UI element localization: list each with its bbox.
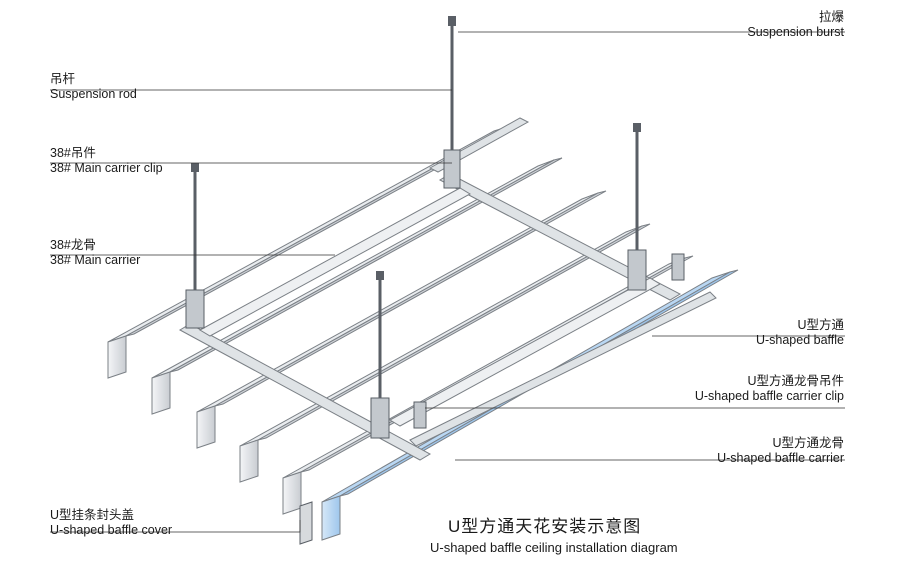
label-baffle-cover: U型挂条封头盖 U-shaped baffle cover — [50, 508, 172, 538]
label-u-shaped-baffle: U型方通 U-shaped baffle — [756, 318, 844, 348]
diagram-title-cn: U型方通天花安装示意图 — [448, 517, 642, 536]
clip-front — [370, 397, 390, 439]
baffle-cover — [299, 501, 313, 545]
diagram-title-en: U-shaped baffle ceiling installation dia… — [430, 540, 678, 555]
leader-lines — [50, 31, 845, 533]
label-baffle-carrier-clip-en: U-shaped baffle carrier clip — [694, 389, 844, 403]
label-baffle-cover-cn: U型挂条封头盖 — [50, 508, 135, 522]
clip-baffle-2 — [671, 253, 685, 281]
label-main-carrier-cn: 38#龙骨 — [50, 238, 96, 252]
label-baffle-cover-en: U-shaped baffle cover — [50, 523, 173, 537]
baffle-2 — [151, 157, 563, 415]
label-baffle-carrier-clip: U型方通龙骨吊件 U-shaped baffle carrier clip — [695, 374, 844, 404]
label-suspension-rod: 吊杆 Suspension rod — [50, 72, 137, 102]
label-u-shaped-baffle-cn: U型方通 — [797, 318, 844, 332]
clip-right — [627, 249, 647, 291]
label-main-carrier-clip-cn: 38#吊件 — [50, 146, 96, 160]
baffle-4 — [239, 223, 651, 483]
main-carrier-left — [178, 323, 432, 461]
label-main-carrier: 38#龙骨 38# Main carrier — [50, 238, 140, 268]
label-baffle-carrier-cn: U型方通龙骨 — [772, 436, 844, 450]
suspension-rods — [193, 22, 639, 404]
clip-baffle-1 — [413, 401, 427, 429]
clip-left — [185, 289, 205, 329]
label-main-carrier-clip: 38#吊件 38# Main carrier clip — [50, 146, 163, 176]
label-main-carrier-en: 38# Main carrier — [50, 253, 141, 267]
label-baffle-carrier-clip-cn: U型方通龙骨吊件 — [747, 374, 844, 388]
label-suspension-rod-cn: 吊杆 — [50, 72, 76, 86]
clip-back — [443, 149, 461, 189]
label-suspension-burst-cn: 拉爆 — [818, 10, 844, 24]
label-suspension-rod-en: Suspension rod — [50, 87, 137, 101]
label-u-shaped-baffle-en: U-shaped baffle — [755, 333, 844, 347]
label-suspension-burst: 拉爆 Suspension burst — [747, 10, 844, 40]
label-main-carrier-clip-en: 38# Main carrier clip — [50, 161, 163, 175]
label-baffle-carrier-en: U-shaped baffle carrier — [717, 451, 844, 465]
cross-carrier-group — [198, 187, 717, 447]
rod-caps — [191, 16, 641, 280]
baffle-3 — [196, 190, 607, 449]
label-baffle-carrier: U型方通龙骨 U-shaped baffle carrier — [717, 436, 844, 466]
clips — [185, 149, 685, 439]
label-suspension-burst-en: Suspension burst — [747, 25, 844, 39]
